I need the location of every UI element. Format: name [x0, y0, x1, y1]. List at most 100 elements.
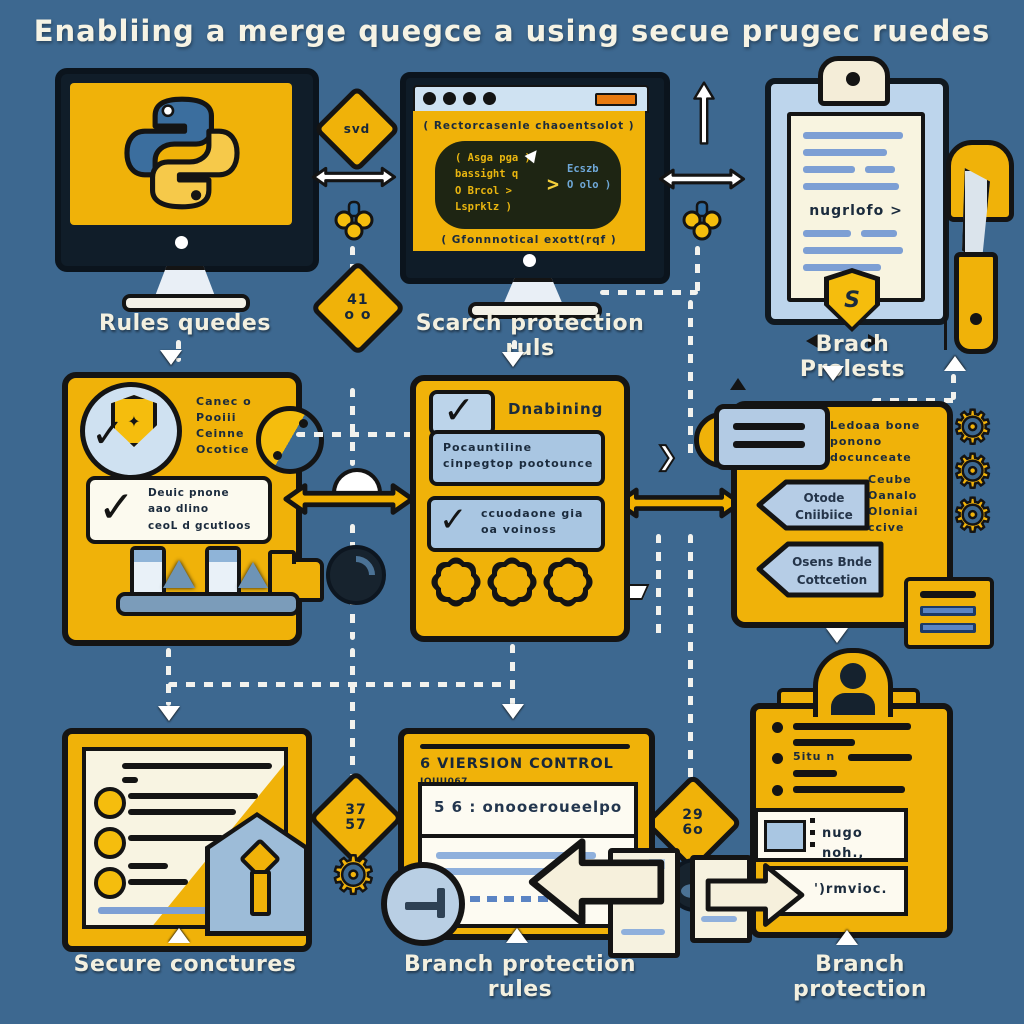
arrowhead-up [506, 928, 528, 943]
panel-top-text: Ledoaa bone ponono docunceate [830, 418, 940, 466]
arrowhead-down [502, 352, 524, 367]
check-icon: ✓ [439, 500, 468, 540]
area-line [436, 852, 596, 859]
connector-dash [695, 246, 700, 292]
doc-line [122, 777, 138, 783]
code-lines-right: Ecszb O olo ) [567, 161, 611, 194]
tree-icon [238, 562, 268, 588]
bullet-circle [94, 787, 126, 819]
doc-line [128, 793, 258, 799]
check-row-2: ✓ ccuodaone gia oa voinoss [427, 496, 605, 552]
window-dot [483, 92, 496, 105]
check-icon: ✓ [91, 411, 125, 457]
text-line: ponono [830, 434, 883, 448]
pennant-correction: Osens Bnde Cottcetion [756, 541, 884, 598]
connector-dash [600, 290, 698, 295]
pen-handle [954, 252, 998, 354]
connector-dash [296, 432, 416, 437]
diamond-4-line2: 6o [682, 821, 704, 838]
magnifier-minus-icon [381, 862, 465, 946]
arrowhead-down [826, 628, 848, 643]
diamond-2-line2: o o [344, 307, 372, 323]
text-line: Ledoaa bone [830, 419, 921, 432]
list-line [793, 739, 855, 746]
enabling-tag: Dnabining [508, 400, 604, 418]
arrowhead-down [158, 706, 180, 721]
arrowhead-down [160, 350, 182, 365]
text-line: cinpegtop pootounce [443, 456, 594, 470]
list-line [793, 786, 905, 793]
code-caret: > [547, 172, 560, 196]
label-secure-conctures: Secure conctures [73, 952, 297, 977]
diamond-badge-1: svd [313, 85, 401, 173]
chevron-mark [806, 334, 818, 348]
big-arrow-left-icon [528, 838, 665, 926]
text-line: Pooiii [196, 410, 237, 424]
pennant-store: Otode Cniibiice [756, 479, 870, 531]
connector-dash [350, 388, 355, 466]
diamond-3-text: 37 57 [345, 802, 366, 833]
screen-top-text: ( Rectorcasenle chaoentsolot ) [423, 120, 635, 132]
code-line: ( Asga pga ) [455, 152, 531, 164]
paper-line [803, 230, 851, 237]
browser-screen: ( Rectorcasenle chaoentsolot ) ( Asga pg… [413, 111, 645, 251]
pennant-text: Osens Bnde [792, 555, 872, 569]
flower-cluster-icon [334, 200, 374, 241]
text-line: Oloniai [868, 504, 919, 518]
bullet-dot [772, 753, 783, 764]
connector-dash [350, 246, 355, 272]
pen-blade [962, 168, 990, 264]
gear-icon: ⚙ [951, 444, 995, 498]
code-line: bassight q [455, 168, 519, 181]
paper-line [803, 149, 887, 156]
doc-line [128, 879, 188, 885]
double-arrow-icon [311, 166, 397, 188]
seal-badge-icon [483, 553, 541, 611]
arrowhead-up-black [730, 378, 746, 390]
bullet-dot [772, 785, 783, 796]
card-line-blue [920, 606, 976, 616]
code-line: Ecszb [567, 163, 599, 175]
arrowhead-down [822, 366, 844, 381]
code-line: O Brcol > [455, 184, 512, 197]
gear-icon: ⚙ [329, 846, 378, 906]
bullet-dot [772, 722, 783, 733]
connector-dash [512, 340, 517, 358]
page-title: Enabliing a merge quegce a using secue p… [33, 14, 991, 48]
list-card-icon [904, 577, 994, 649]
text-line: Ocotice [196, 442, 250, 456]
input-field: 5 6 : onooeroueelpo [418, 782, 638, 838]
text-line: Canec o [196, 395, 252, 408]
jar-lid [209, 550, 237, 562]
text-line: Ceinne [196, 426, 245, 440]
double-arrow-icon [658, 168, 746, 190]
shield-letter: S [844, 287, 860, 313]
field-text: 5 6 : onooeroueelpo [434, 798, 623, 816]
browser-monitor: ( Rectorcasenle chaoentsolot ) ( Asga pg… [400, 72, 670, 284]
text-line: Pocauntiline [443, 441, 533, 454]
paper-line [803, 264, 881, 271]
pennant-text: Otode [804, 491, 845, 505]
check-row: ✓ Deuic pnone aao dlino ceoL d gcutloos [86, 476, 272, 544]
monitor-base [122, 294, 250, 312]
list-note: 5itu n [793, 750, 836, 763]
arrowhead-up [944, 356, 966, 371]
connector-dash [166, 648, 171, 706]
paper-line [803, 166, 855, 173]
window-button [595, 93, 637, 106]
monitor-base [468, 302, 602, 319]
clipboard-clip [818, 56, 890, 106]
window-line [701, 916, 737, 922]
tag-line [733, 441, 805, 448]
field1-text: nugo noh., [822, 826, 865, 861]
paper-line [803, 132, 903, 139]
monitor-screen [70, 83, 292, 225]
doc-line [128, 863, 168, 869]
check-row-text: Deuic pnone aao dlino ceoL d gcutloos [148, 485, 251, 534]
python-yin-yang-icon [256, 406, 324, 474]
label-rules-queues: Rules quedes [99, 311, 271, 336]
minus-bar [405, 902, 445, 910]
person-body [831, 693, 875, 715]
area-line [436, 868, 556, 875]
